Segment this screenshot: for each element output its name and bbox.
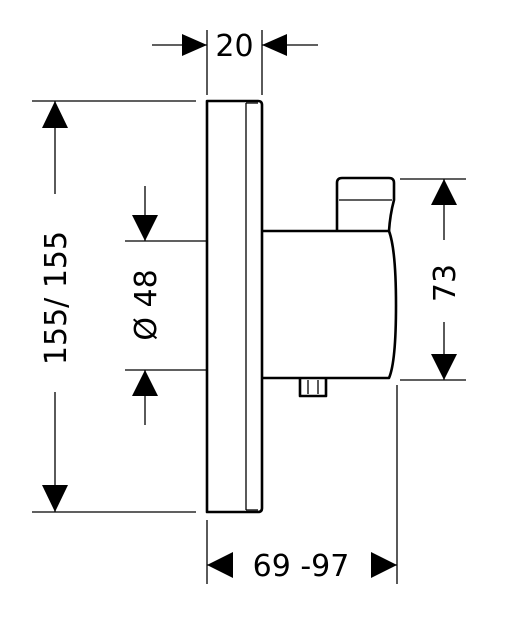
dimension-label-plate-depth: 20 (215, 29, 253, 64)
arrowhead (207, 552, 233, 578)
valve-connector (298, 378, 328, 398)
valve-stem (335, 176, 396, 232)
valve-body (262, 176, 398, 398)
dimension-installation-depth: 69 -97 (206, 385, 398, 584)
arrowhead (42, 485, 68, 512)
arrowhead (42, 101, 68, 128)
valve-body-outline (262, 229, 398, 380)
dimension-label-body-height: 73 (428, 264, 463, 302)
dimension-bore-diameter: Ø 48 (125, 186, 207, 425)
arrowhead (132, 370, 158, 396)
arrowhead (431, 354, 457, 380)
cover-plate-outline (205, 99, 264, 514)
dimension-body-height: 73 (400, 178, 466, 381)
dimension-plate-depth: 20 (152, 29, 318, 95)
dimension-label-installation-depth: 69 -97 (253, 549, 350, 584)
arrowhead (431, 179, 457, 205)
dimension-plate-height: 155/ 155 (32, 100, 196, 513)
dimension-label-plate-height: 155/ 155 (39, 231, 74, 365)
cover-plate (205, 99, 264, 514)
arrowhead (132, 215, 158, 241)
dimension-label-bore-diameter: Ø 48 (129, 269, 164, 340)
arrowhead (262, 34, 287, 56)
arrowhead (182, 34, 207, 56)
arrowhead (371, 552, 397, 578)
